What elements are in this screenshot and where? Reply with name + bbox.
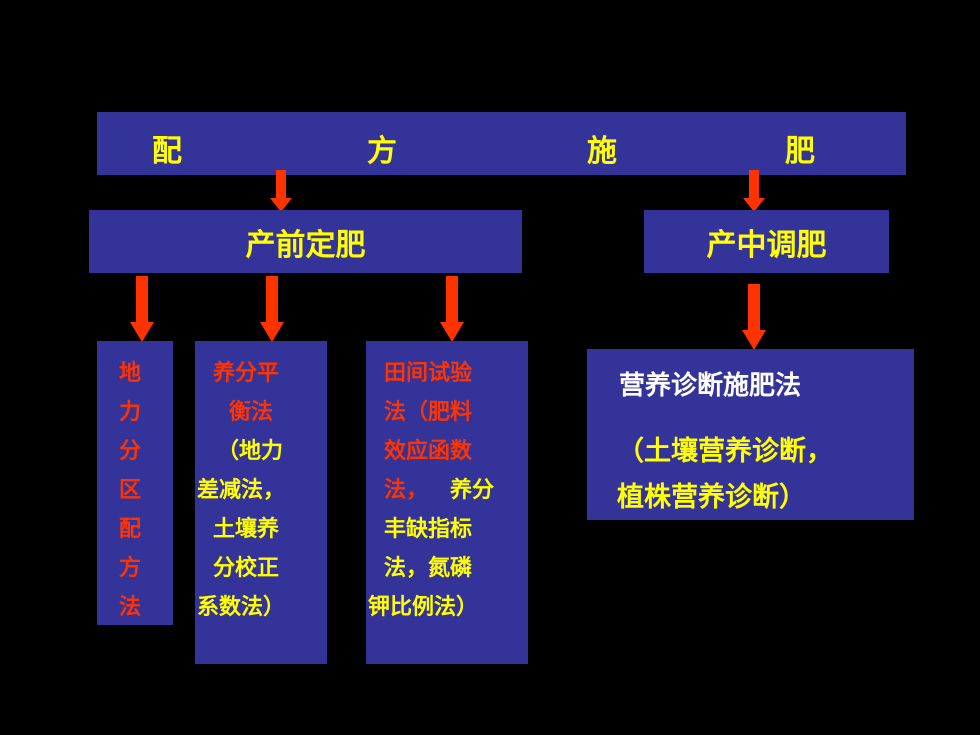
mid-season-fertilization-box: 产中调肥 (644, 210, 889, 273)
method1-char: 法 (119, 594, 142, 620)
method-nutrient-diagnosis-box: 营养诊断施肥法 （土壤营养诊断， 植株营养诊断） (587, 349, 914, 520)
top-char-1: 配 (152, 134, 182, 169)
top-char-2: 方 (367, 134, 397, 169)
arrow-down-icon (130, 276, 154, 342)
method3-line: 法， (384, 477, 429, 503)
method1-char: 力 (119, 399, 142, 425)
arrow-down-icon (260, 276, 284, 342)
method2-line: 差减法， (197, 477, 286, 503)
method4-title: 营养诊断施肥法 (619, 371, 802, 401)
method1-char: 区 (119, 477, 142, 503)
method1-char: 地 (119, 360, 142, 386)
method1-char: 配 (119, 516, 142, 542)
arrow-down-icon (742, 284, 766, 350)
method-nutrient-balance-box: 养分平 衡法 （地力 差减法， 土壤养 分校正 系数法） (195, 341, 327, 664)
method2-line: 土壤养 (213, 516, 280, 542)
arrow-down-icon (270, 170, 292, 212)
method1-char: 方 (119, 555, 142, 581)
method1-char: 分 (119, 438, 142, 464)
pre-planting-fertilization-box: 产前定肥 (89, 210, 522, 273)
method2-line: 系数法） (197, 594, 286, 620)
arrow-down-icon (743, 170, 765, 212)
top-box-formula-fertilization: 配 方 施 肥 (97, 112, 906, 175)
mid-season-label: 产中调肥 (706, 227, 827, 263)
method3-line: 丰缺指标 (384, 516, 473, 542)
method2-line: 衡法 (229, 399, 274, 425)
method3-line: 田间试验 (384, 360, 473, 386)
method-soil-fertility-zoning-box: 地 力 分 区 配 方 法 (97, 341, 173, 625)
method2-line: 分校正 (213, 555, 280, 581)
method4-line: 植株营养诊断） (617, 482, 806, 513)
method3-line: 效应函数 (384, 438, 473, 464)
method3-line: 养分 (450, 477, 495, 503)
method3-line: 钾比例法） (368, 594, 479, 620)
method-field-trial-box: 田间试验 法（肥料 效应函数 法， 养分 丰缺指标 法，氮磷 钾比例法） (366, 341, 528, 664)
top-char-4: 肥 (785, 134, 815, 169)
method3-line: 法（肥料 (384, 399, 473, 425)
method4-line: （土壤营养诊断， (617, 436, 833, 467)
top-char-3: 施 (587, 134, 617, 169)
arrow-down-icon (440, 276, 464, 342)
method2-line: 养分平 (213, 360, 280, 386)
method3-line: 法，氮磷 (384, 555, 473, 581)
method2-line: （地力 (217, 438, 284, 464)
pre-planting-label: 产前定肥 (245, 227, 366, 263)
